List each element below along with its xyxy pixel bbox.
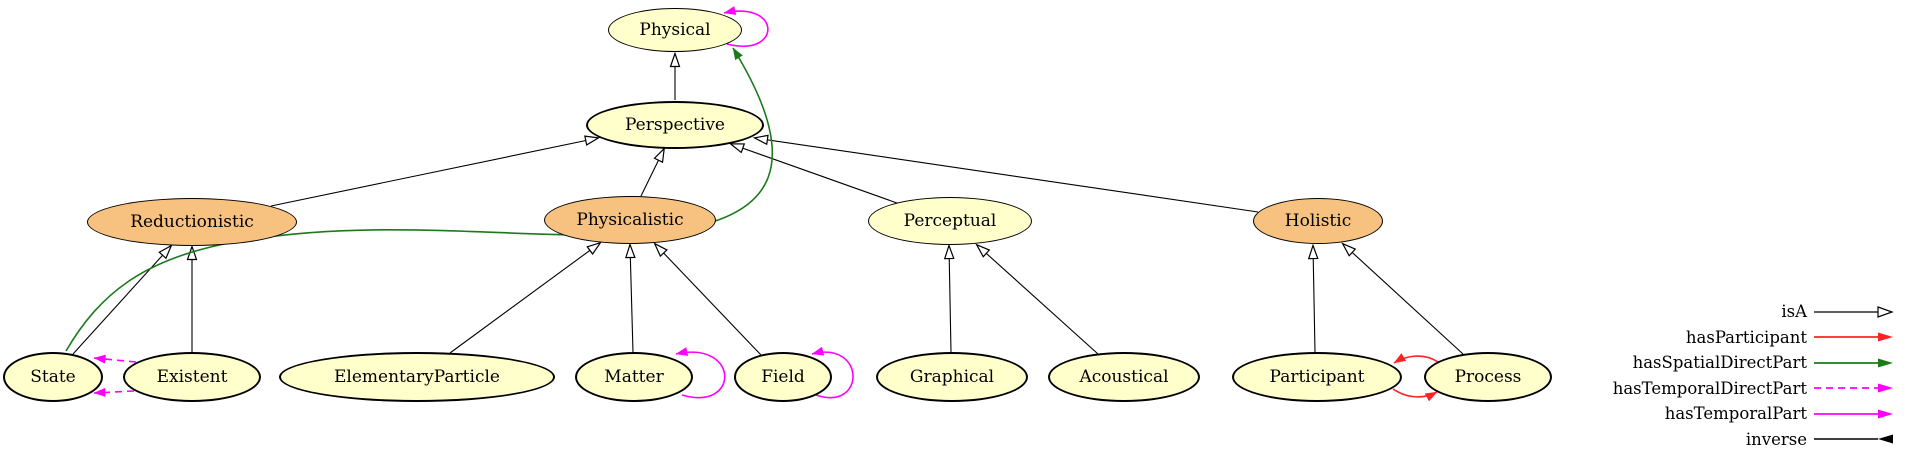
edge-isa-holistic-to-perspective [752,134,1259,213]
legend-item-hastemporaldirectpart: hasTemporalDirectPart [1613,376,1896,402]
edge-isa-elementaryparticle-to-physicalistic [449,241,602,354]
node-process-label: Process [1454,367,1522,387]
legend-item-hasparticipant: hasParticipant [1613,325,1896,351]
node-existent-label: Existent [156,367,228,387]
node-matter[interactable]: Matter [575,352,693,402]
node-physicalistic-label: Physicalistic [576,210,684,230]
edge-isa-matter-to-physicalistic [625,242,636,353]
edge-hastemporalpart-matter-selfloop [675,347,726,399]
legend-label-hasparticipant: hasParticipant [1685,327,1807,347]
edge-isa-acoustical-to-perceptual [975,243,1099,355]
edge-hastemporalpart-field-selfloop [811,346,854,399]
legend-label-hasspatialdirectpart: hasSpatialDirectPart [1632,353,1807,373]
legend-label-hastemporalpart: hasTemporalPart [1664,404,1807,424]
node-graphical-label: Graphical [909,367,995,387]
node-perceptual-label: Perceptual [903,211,997,231]
node-participant[interactable]: Participant [1232,352,1402,402]
isa-arrow-icon [1814,305,1894,318]
legend-label-inverse: inverse [1745,429,1807,449]
hasparticipant-arrow-icon [1814,332,1893,342]
hastemporaldirectpart-arrow-icon [1814,383,1893,393]
node-field-label: Field [761,367,805,387]
node-state[interactable]: State [3,352,103,402]
node-physicalistic[interactable]: Physicalistic [544,196,716,244]
node-perspective[interactable]: Perspective [586,101,764,149]
node-holistic-label: Holistic [1284,211,1352,231]
edge-isa-reductionistic-to-perspective [270,135,601,207]
edge-hastemporalpart-physical-selfloop [723,6,769,47]
node-existent[interactable]: Existent [123,352,261,402]
legend-item-hasspatialdirectpart: hasSpatialDirectPart [1613,350,1896,376]
node-participant-label: Participant [1269,367,1365,387]
hasspatialdirectpart-arrow-icon [1814,358,1893,368]
node-physical-label: Physical [639,20,711,40]
node-field[interactable]: Field [734,352,832,402]
hastemporalpart-arrow-icon [1814,409,1893,419]
edge-isa-state-to-reductionistic [72,244,173,355]
node-acoustical-label: Acoustical [1079,367,1169,387]
edge-hastemporaldirectpart-existent-to-state-lower [93,387,135,397]
legend: isA hasParticipant hasSpatialDirectPart … [1613,299,1896,452]
edge-hasspatialdirectpart-state-to-physical [65,47,774,352]
node-elementaryparticle-label: ElementaryParticle [334,367,500,387]
node-matter-label: Matter [604,367,664,387]
edge-isa-participant-to-holistic [1307,243,1319,353]
edge-isa-perceptual-to-perspective [728,143,898,204]
node-graphical[interactable]: Graphical [876,352,1028,402]
edge-hastemporaldirectpart-existent-to-state-upper [93,354,137,364]
legend-label-hastemporaldirectpart: hasTemporalDirectPart [1612,378,1807,398]
node-process[interactable]: Process [1424,352,1552,402]
edge-isa-physicalistic-to-perspective [640,146,666,197]
node-reductionistic[interactable]: Reductionistic [87,198,297,246]
node-physical[interactable]: Physical [608,8,742,52]
node-reductionistic-label: Reductionistic [130,212,254,232]
node-state-label: State [30,367,76,387]
inverse-arrow-icon [1814,434,1893,444]
edge-isa-graphical-to-perceptual [943,243,955,353]
legend-item-inverse: inverse [1613,427,1896,453]
node-acoustical[interactable]: Acoustical [1048,352,1200,402]
edge-hasparticipant-process-to-participant [1393,353,1439,364]
legend-item-isa: isA [1613,299,1896,325]
node-perceptual[interactable]: Perceptual [868,197,1032,245]
node-elementaryparticle[interactable]: ElementaryParticle [279,352,555,402]
node-perspective-label: Perspective [625,115,725,135]
edge-hasparticipant-participant-to-process [1392,388,1438,402]
node-holistic[interactable]: Holistic [1253,198,1383,244]
legend-label-isa: isA [1781,302,1807,322]
edge-isa-process-to-holistic [1341,242,1464,355]
legend-item-hastemporalpart: hasTemporalPart [1613,401,1896,427]
edge-isa-field-to-physicalistic [653,242,762,356]
